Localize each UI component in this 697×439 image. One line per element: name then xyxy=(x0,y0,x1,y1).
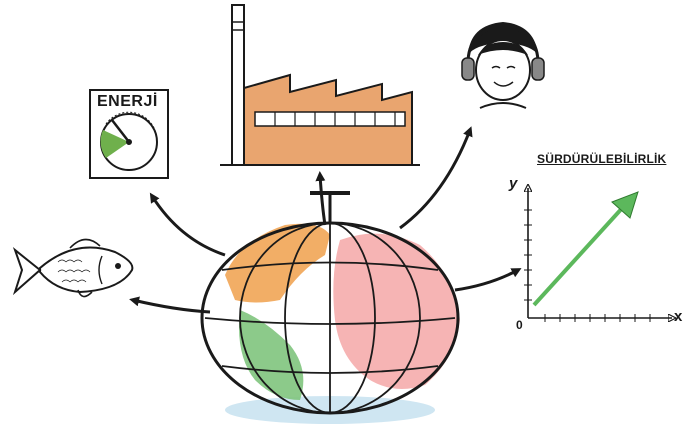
energy-gauge-icon xyxy=(89,89,169,179)
x-axis-label: x xyxy=(674,308,683,325)
energy-label: ENERJİ xyxy=(97,93,158,110)
y-axis-label: y xyxy=(509,175,518,192)
arrows xyxy=(129,126,522,314)
origin-label: 0 xyxy=(516,318,523,332)
arrow-to-factory xyxy=(315,171,327,226)
fish-icon xyxy=(12,238,134,298)
person-headphones-icon xyxy=(461,22,545,109)
arrow-to-person xyxy=(399,126,473,230)
factory-icon xyxy=(220,4,420,166)
arrow-to-energy xyxy=(149,192,226,257)
growth-chart-icon xyxy=(524,188,672,322)
sustainability-label: SÜRDÜRÜLEBİLİRLİK xyxy=(537,152,667,166)
arrow-to-fish xyxy=(129,296,211,314)
globe-icon xyxy=(200,191,460,424)
arrow-to-chart xyxy=(454,268,522,292)
